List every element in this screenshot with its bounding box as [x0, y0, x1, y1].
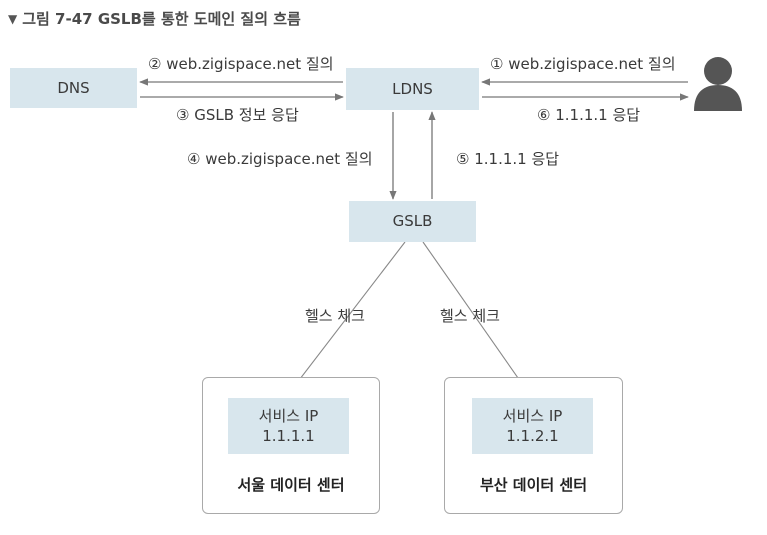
ldns-label: LDNS [392, 79, 433, 98]
chevron-down-icon: ▼ [8, 11, 18, 26]
caption-text: 그림 7-47 GSLB를 통한 도메인 질의 흐름 [22, 10, 301, 28]
busan-service-ip-box: 서비스 IP 1.1.2.1 [472, 398, 593, 454]
seoul-datacenter: 서비스 IP 1.1.1.1 서울 데이터 센터 [202, 377, 380, 514]
busan-datacenter: 서비스 IP 1.1.2.1 부산 데이터 센터 [444, 377, 623, 514]
flow-step-4: ④ web.zigispace.net 질의 [187, 150, 373, 168]
gslb-server: GSLB [349, 201, 476, 242]
seoul-service-label: 서비스 IP [258, 406, 319, 425]
flow-step-3: ③ GSLB 정보 응답 [176, 106, 299, 124]
seoul-datacenter-name: 서울 데이터 센터 [237, 476, 345, 494]
health-check-label-left: 헬스 체크 [305, 307, 365, 325]
gslb-label: GSLB [392, 212, 433, 231]
flow-step-5: ⑤ 1.1.1.1 응답 [456, 150, 560, 168]
flow-step-6: ⑥ 1.1.1.1 응답 [537, 106, 641, 124]
busan-service-label: 서비스 IP [502, 406, 563, 425]
seoul-service-ip: 1.1.1.1 [262, 427, 315, 445]
busan-service-ip: 1.1.2.1 [506, 427, 559, 445]
busan-datacenter-name: 부산 데이터 센터 [479, 476, 588, 494]
dns-server: DNS [10, 68, 137, 108]
figure-caption: ▼ 그림 7-47 GSLB를 통한 도메인 질의 흐름 [8, 8, 301, 29]
seoul-service-ip-box: 서비스 IP 1.1.1.1 [228, 398, 349, 454]
health-check-line-right [422, 241, 533, 399]
flow-step-2: ② web.zigispace.net 질의 [148, 55, 334, 73]
user-icon [694, 57, 742, 111]
flow-step-1: ① web.zigispace.net 질의 [490, 55, 676, 73]
dns-label: DNS [57, 78, 90, 97]
ldns-server: LDNS [346, 68, 479, 110]
health-check-label-right: 헬스 체크 [440, 307, 500, 325]
